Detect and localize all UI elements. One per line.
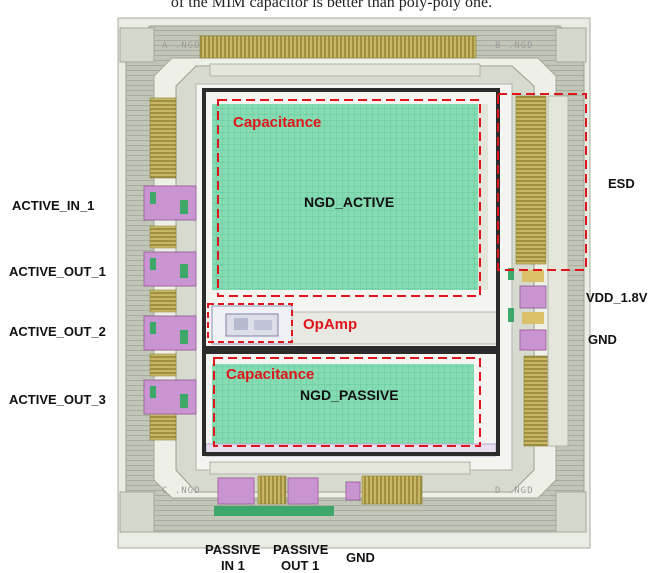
capacitance-top-outline <box>217 99 481 297</box>
esd-label: ESD <box>608 176 635 191</box>
right-pad-array <box>515 95 547 265</box>
ngd-active-label: NGD_ACTIVE <box>304 194 395 210</box>
opamp-outline <box>207 303 293 343</box>
pin-active-in-1: ACTIVE_IN_1 <box>12 198 95 213</box>
gnd-right-pad <box>519 329 547 351</box>
pin-gnd-bottom: GND <box>346 550 375 565</box>
bottom-pad-array-left <box>257 475 287 505</box>
capacitance-top-label: Capacitance <box>233 114 322 131</box>
pin-active-out-1: ACTIVE_OUT_1 <box>9 264 106 279</box>
caption-text: of the MIM capacitor is better than poly… <box>170 0 493 11</box>
top-pad-array <box>199 35 477 59</box>
pin-active-out-2: ACTIVE_OUT_2 <box>9 324 106 339</box>
esd-outline <box>497 93 587 271</box>
corner-label-d: D .NGD <box>495 486 534 496</box>
corner-label-c: C .NGD <box>162 486 201 496</box>
right-pad-array-bottom <box>523 355 551 447</box>
opamp-block <box>211 305 293 345</box>
ngd-passive-boundary <box>202 350 500 456</box>
left-pad-array-top <box>149 97 177 179</box>
pin-passive-out-1-line1: PASSIVE <box>273 542 329 557</box>
pin-gnd-right: GND <box>588 332 617 347</box>
pin-passive-in-1-line1: PASSIVE <box>205 542 261 557</box>
bottom-pad-array-right <box>361 475 423 505</box>
corner-label-a: A .NGD <box>162 41 201 51</box>
ngd-active-boundary <box>202 88 500 350</box>
left-pad-array-bottom <box>149 409 177 441</box>
vdd-pad <box>519 285 547 309</box>
corner-label-b: B .NGD <box>495 41 534 51</box>
capacitance-bottom-label: Capacitance <box>226 366 315 383</box>
capacitor-array-active <box>212 104 480 290</box>
ngd-passive-label: NGD_PASSIVE <box>300 387 399 403</box>
capacitor-array-passive <box>212 364 474 444</box>
pin-vdd: VDD_1.8V <box>586 290 648 305</box>
passive-out-pad <box>287 477 319 505</box>
pin-passive-out-1-line2: OUT 1 <box>281 558 320 573</box>
opamp-label: OpAmp <box>303 316 358 333</box>
passive-in-pad <box>217 477 255 505</box>
pin-passive-in-1-line2: IN 1 <box>221 558 245 573</box>
pin-active-out-3: ACTIVE_OUT_3 <box>9 392 106 407</box>
gnd-bottom-pad <box>345 481 361 501</box>
capacitance-bottom-outline <box>213 357 481 447</box>
